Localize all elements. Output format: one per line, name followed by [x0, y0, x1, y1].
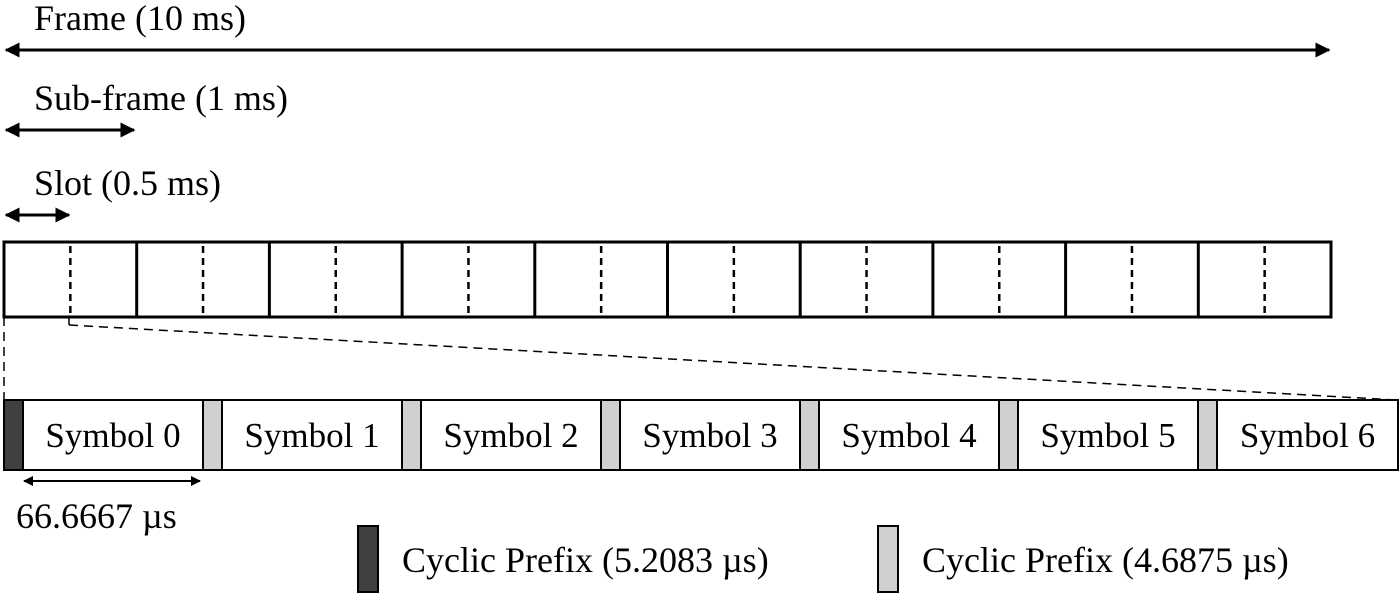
symbol-label: Symbol 2: [443, 416, 578, 455]
symbol-box: [420, 399, 602, 471]
symbol-label: Symbol 6: [1240, 416, 1375, 455]
symbol-row: Symbol 0 Symbol 1 Symbol 2 Symbol 3 Symbol 4…: [3, 399, 1399, 471]
legend-label-long-cp: Cyclic Prefix (5.2083 µs): [402, 540, 769, 580]
cyclic-prefix-short: [600, 399, 621, 471]
symbol-label: Symbol 4: [841, 416, 976, 455]
cyclic-prefix-short: [799, 399, 820, 471]
symbol-label: Symbol 3: [642, 416, 777, 455]
symbol-box: [221, 399, 403, 471]
symbol-box: [818, 399, 1000, 471]
cyclic-prefix-short: [1197, 399, 1218, 471]
symbol-label: Symbol 0: [45, 416, 180, 455]
slot-label: Slot (0.5 ms): [34, 163, 221, 203]
zoom-guide-right: [68, 324, 1397, 401]
symbol-box: [1017, 399, 1199, 471]
legend-swatch-long-cp: [357, 525, 379, 593]
frame-label: Frame (10 ms): [34, 0, 246, 38]
symbol-label: Symbol 5: [1040, 416, 1175, 455]
symbol-box: [1216, 399, 1399, 471]
cyclic-prefix-short: [401, 399, 422, 471]
cyclic-prefix-short: [202, 399, 223, 471]
legend-swatch-short-cp: [877, 525, 899, 593]
subframe-label: Sub-frame (1 ms): [34, 78, 288, 118]
cyclic-prefix-long: [3, 399, 24, 471]
symbol-box: [619, 399, 801, 471]
symbol-label: Symbol 1: [244, 416, 379, 455]
frame-grid: [2, 240, 1333, 319]
legend-label-short-cp: Cyclic Prefix (4.6875 µs): [922, 540, 1289, 580]
cyclic-prefix-short: [998, 399, 1019, 471]
symbol-duration-label: 66.6667 µs: [16, 496, 177, 536]
symbol-box: [22, 399, 204, 471]
